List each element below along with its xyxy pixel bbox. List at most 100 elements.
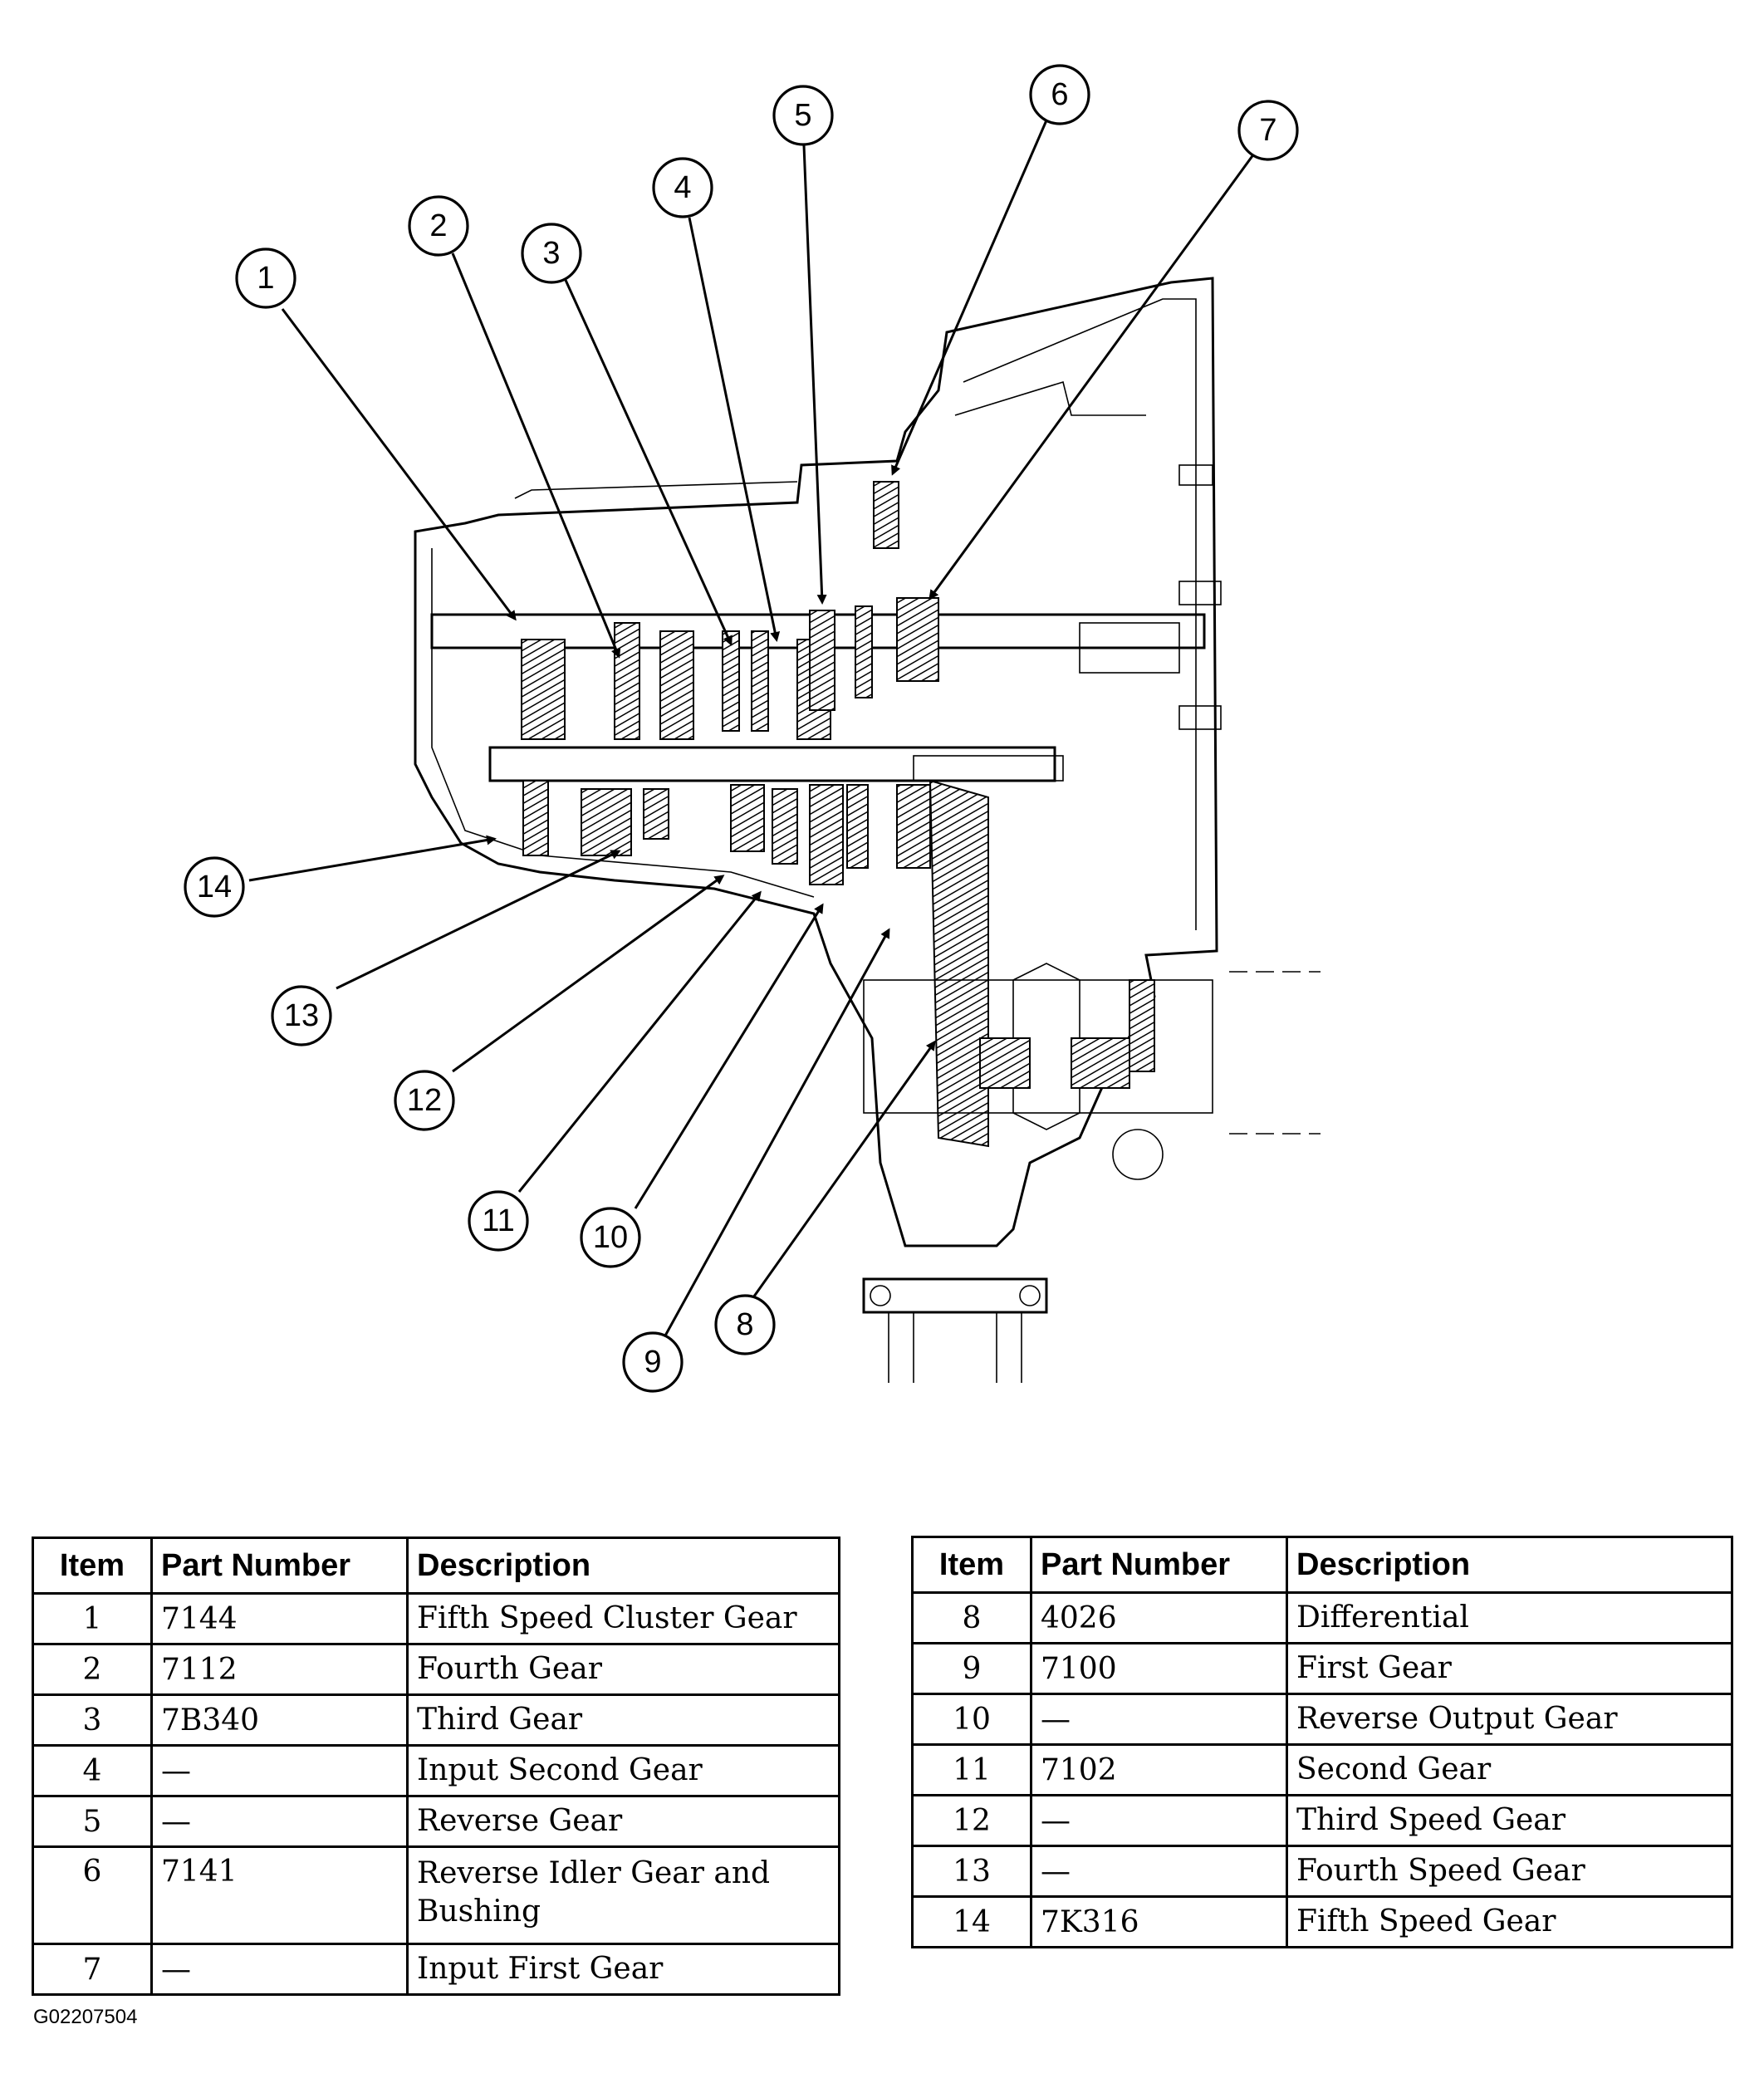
callout-11-label: 11: [482, 1203, 514, 1238]
leader-3: [563, 277, 733, 646]
table-row: 5 — Reverse Gear: [32, 1795, 840, 1848]
callout-5: 5: [772, 85, 834, 146]
table-row: 7 — Input First Gear: [32, 1943, 840, 1996]
cell-part-number: —: [1030, 1845, 1288, 1898]
cell-item: 6: [32, 1845, 153, 1945]
cell-item: 3: [32, 1693, 153, 1747]
cell-item: 2: [32, 1643, 153, 1696]
callout-8-label: 8: [736, 1307, 753, 1342]
callout-13: 13: [271, 985, 332, 1046]
table-row: 6 7141 Reverse Idler Gear and Bushing: [32, 1845, 840, 1945]
cell-part-number: 7144: [150, 1592, 409, 1645]
cell-description: Second Gear: [1286, 1743, 1733, 1796]
table-row: 9 7100 First Gear: [911, 1642, 1733, 1695]
callout-11: 11: [468, 1190, 529, 1252]
header-description: Description: [406, 1537, 840, 1595]
cell-part-number: 4026: [1030, 1591, 1288, 1644]
callout-14-label: 14: [197, 870, 232, 904]
cell-description: Reverse Idler Gear and Bushing: [406, 1845, 840, 1945]
header-part-number: Part Number: [1030, 1536, 1288, 1594]
callout-6-label: 6: [1051, 77, 1068, 112]
callout-5-label: 5: [794, 98, 811, 133]
table-row: 12 — Third Speed Gear: [911, 1794, 1733, 1847]
callout-9: 9: [622, 1331, 684, 1393]
callout-2: 2: [408, 195, 469, 257]
callout-10: 10: [580, 1207, 641, 1268]
callout-6: 6: [1029, 64, 1090, 125]
leader-9: [663, 928, 890, 1338]
cell-part-number: 7B340: [150, 1693, 409, 1747]
callout-8: 8: [714, 1294, 776, 1355]
leader-14: [248, 835, 497, 882]
callout-4-label: 4: [674, 170, 691, 205]
cell-item: 5: [32, 1795, 153, 1848]
cell-description: Fifth Speed Gear: [1286, 1895, 1733, 1948]
cell-part-number: 7102: [1030, 1743, 1288, 1796]
table-row: 8 4026 Differential: [911, 1591, 1733, 1644]
callout-12: 12: [394, 1070, 455, 1131]
table-row: 13 — Fourth Speed Gear: [911, 1845, 1733, 1898]
cell-description: Reverse Output Gear: [1286, 1693, 1733, 1746]
leader-13: [336, 850, 621, 990]
cell-item: 10: [911, 1693, 1032, 1746]
leader-7: [929, 153, 1256, 600]
cell-item: 1: [32, 1592, 153, 1645]
cell-item: 13: [911, 1845, 1032, 1898]
table-row: 10 — Reverse Output Gear: [911, 1693, 1733, 1746]
cell-description: Input First Gear: [406, 1943, 840, 1996]
cell-part-number: —: [150, 1744, 409, 1797]
callout-3-label: 3: [542, 236, 560, 271]
table-row: 1 7144 Fifth Speed Cluster Gear: [32, 1592, 840, 1645]
cell-description: Fourth Gear: [406, 1643, 840, 1696]
table-header-row: Item Part Number Description: [32, 1537, 840, 1595]
cell-description: Fifth Speed Cluster Gear: [406, 1592, 840, 1645]
callout-4: 4: [652, 157, 713, 218]
cell-item: 9: [911, 1642, 1032, 1695]
leader-5: [802, 145, 827, 605]
table-row: 3 7B340 Third Gear: [32, 1693, 840, 1747]
header-description: Description: [1286, 1536, 1733, 1594]
cell-description: Third Gear: [406, 1693, 840, 1747]
cell-part-number: 7K316: [1030, 1895, 1288, 1948]
callout-2-label: 2: [429, 208, 447, 243]
cell-description: Fourth Speed Gear: [1286, 1845, 1733, 1898]
cell-item: 7: [32, 1943, 153, 1996]
figure-id: G02207504: [33, 2006, 138, 2028]
cell-part-number: —: [150, 1795, 409, 1848]
table-row: 4 — Input Second Gear: [32, 1744, 840, 1797]
callout-1: 1: [235, 248, 296, 309]
cell-part-number: —: [1030, 1794, 1288, 1847]
callout-9-label: 9: [644, 1345, 661, 1380]
cell-description: Reverse Gear: [406, 1795, 840, 1848]
table-row: 14 7K316 Fifth Speed Gear: [911, 1895, 1733, 1948]
callout-14: 14: [184, 856, 245, 918]
transaxle-cutaway-diagram: 1 2 3 4 5 6 7 8 9 10 11 12 13 14: [184, 64, 1321, 1393]
leader-4: [688, 217, 781, 642]
header-item: Item: [32, 1537, 153, 1595]
callout-7: 7: [1237, 100, 1299, 161]
cell-item: 8: [911, 1591, 1032, 1644]
parts-table-right: Item Part Number Description 8 4026 Diff…: [911, 1536, 1733, 1948]
leader-1: [281, 308, 517, 621]
leader-10: [634, 903, 824, 1209]
leader-11: [517, 890, 762, 1193]
cell-description: Third Speed Gear: [1286, 1794, 1733, 1847]
callout-7-label: 7: [1259, 113, 1276, 148]
cell-part-number: —: [150, 1943, 409, 1996]
transaxle-housing: [414, 277, 1321, 1383]
callout-10-label: 10: [593, 1220, 628, 1255]
cell-description: First Gear: [1286, 1642, 1733, 1695]
table-header-row: Item Part Number Description: [911, 1536, 1733, 1594]
parts-table-left: Item Part Number Description 1 7144 Fift…: [32, 1537, 840, 1996]
cell-part-number: 7112: [150, 1643, 409, 1696]
table-row: 2 7112 Fourth Gear: [32, 1643, 840, 1696]
header-part-number: Part Number: [150, 1537, 409, 1595]
cell-item: 4: [32, 1744, 153, 1797]
cell-item: 11: [911, 1743, 1032, 1796]
cell-part-number: 7141: [150, 1845, 409, 1945]
cell-item: 14: [911, 1895, 1032, 1948]
cell-part-number: —: [1030, 1693, 1288, 1746]
cell-description: Input Second Gear: [406, 1744, 840, 1797]
leader-2: [451, 252, 621, 659]
leader-12: [452, 875, 725, 1073]
